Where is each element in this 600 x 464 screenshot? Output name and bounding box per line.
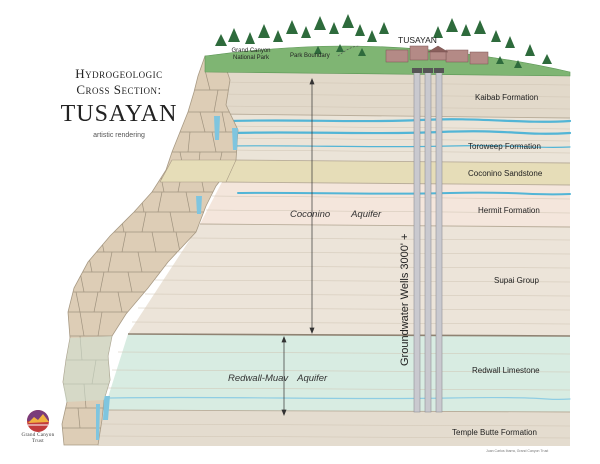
tree [505,36,515,48]
hermit-layer [200,182,570,227]
title-block: Hydrogeologic Cross Section: TUSAYAN art… [44,66,194,139]
tusayan-town-label: TUSAYAN [398,35,437,45]
formation-label-toroweep: Toroweep Formation [468,142,541,151]
grand-canyon-trust-logo [27,410,49,432]
national-park-label: Grand Canyon National Park [225,48,277,62]
tree [286,20,298,34]
wellhead [412,68,422,73]
tree [474,20,486,34]
formation-label-hermit: Hermit Formation [478,206,540,215]
well-pipe [436,72,442,412]
redwall-aquifer-name: Redwall-Muav [228,373,288,384]
formation-label-coconino: Coconino Sandstone [468,169,542,178]
title-line-1: Hydrogeologic [44,66,194,82]
redwall-aquifer-word: Aquifer [297,373,327,384]
park-boundary-label: Park Boundary [290,53,330,60]
logo-text-line-2: Trust [16,439,60,445]
redwall-muav-aquifer-label: Redwall-Muav Aquifer [228,373,327,384]
tree [301,26,311,38]
formation-label-kaibab: Kaibab Formation [475,93,538,102]
formation-label-redwall: Redwall Limestone [472,366,540,375]
coconino-aquifer-label: Coconino Aquifer [290,209,381,220]
tree [342,14,354,28]
tree [273,30,283,42]
well-pipe [425,72,431,412]
title-line-2: Cross Section: [44,82,194,98]
building [410,46,428,60]
tree [258,24,270,38]
building [430,52,446,60]
tree [355,24,365,36]
formation-label-temple-butte: Temple Butte Formation [452,428,537,437]
tree [542,54,552,64]
tree [379,22,389,34]
cliff-redwall-face [63,336,112,402]
groundwater-wells [412,68,444,412]
tree [461,24,471,36]
tree [525,44,535,56]
coconino-aquifer-name: Coconino [290,209,330,220]
national-park-label-line-2: National Park [225,55,277,62]
tree [446,18,458,32]
tree [367,30,377,42]
title-main: TUSAYAN [44,100,194,128]
wellhead [434,68,444,73]
roof [428,46,448,52]
title-subtitle: artistic rendering [44,132,194,139]
tree [329,22,339,34]
tree [314,16,326,30]
tree [215,34,227,46]
tree [245,32,255,44]
artist-credit: Juan Carlos Ibarra, Grand Canyon Trust [486,449,548,453]
building [470,52,488,64]
national-park-label-line-1: Grand Canyon [225,48,277,55]
wellhead [423,68,433,73]
cliff-coconino-ledge [160,160,236,182]
building [446,50,468,62]
tree [491,30,501,42]
formation-label-supai: Supai Group [494,276,539,285]
building [386,50,408,62]
logo-text: Grand Canyon Trust [16,433,60,445]
groundwater-wells-label: Groundwater Wells 3000' + [399,234,411,366]
coconino-aquifer-word: Aquifer [351,209,381,220]
tree [228,28,240,42]
well-pipe [414,72,420,412]
